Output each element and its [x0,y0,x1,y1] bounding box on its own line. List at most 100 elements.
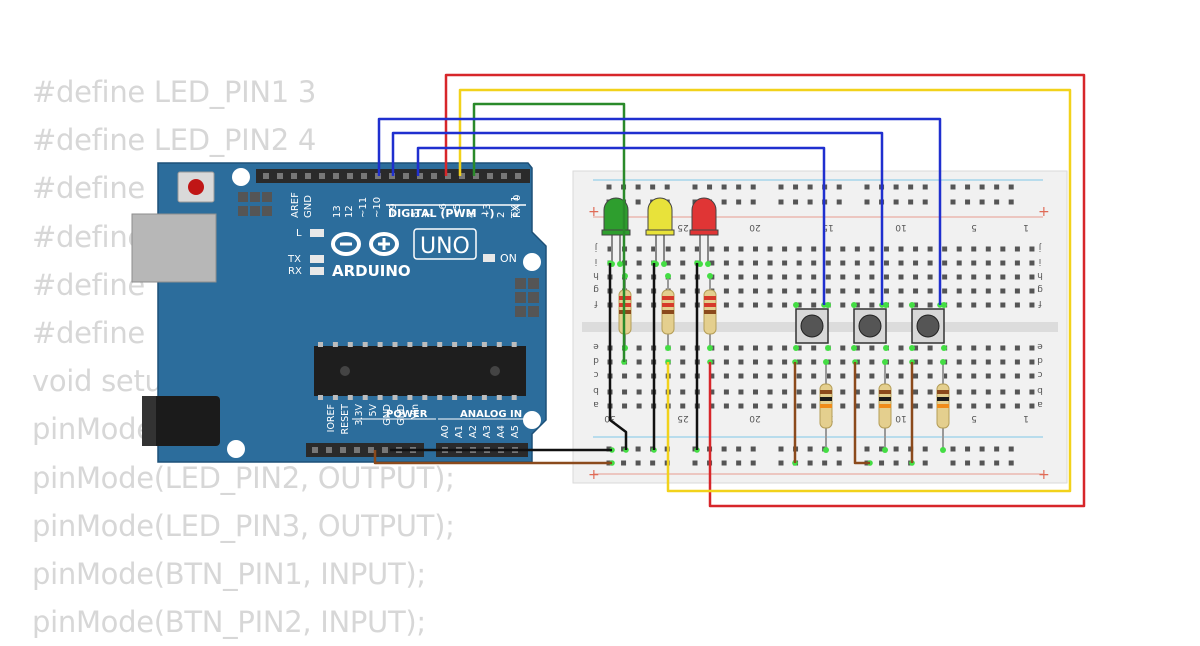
bb-hole [869,302,875,308]
bb-hole [883,246,889,252]
row-label: h [593,270,599,280]
header-pin-label: ~11 [358,197,369,218]
bb-hole [753,302,758,308]
chip-notch [490,366,500,376]
bb-hole [840,373,846,379]
header-pin [305,173,311,179]
wire-blue-3 [416,146,826,305]
rail-hole [692,184,698,190]
led-rim [601,229,631,236]
bb-hole [854,345,860,351]
bb-hole [1029,373,1035,379]
bb-hole [767,302,773,308]
chip-pin [481,395,487,400]
bb-hole [883,260,889,266]
rail-hole [836,446,842,452]
bb-hole [782,288,788,294]
header-pin [417,173,423,179]
header-pin-label: 2 [496,212,507,218]
rail-hole [965,460,971,466]
hole-highlight [882,447,888,453]
bb-hole [811,274,817,280]
bb-hole [1014,359,1020,365]
bb-hole [636,288,642,294]
col-number: 15 [822,222,833,232]
rail-hole [635,199,641,205]
bb-hole [971,345,977,351]
rail-hole [1008,199,1014,205]
bb-hole [782,302,788,308]
header-pin [361,173,367,179]
bb-hole [1029,359,1035,365]
hole-highlight [661,261,667,267]
row-label: a [593,399,599,409]
power-jack [142,396,220,446]
led-rx [310,267,324,275]
wire-brown-gnd [373,450,612,465]
chip-pin [422,395,428,400]
rail-hole [721,184,727,190]
bb-hole [680,302,686,308]
rail-hole [721,446,727,452]
bb-hole [753,403,758,409]
bb-hole [898,274,904,280]
bb-hole [607,246,613,252]
chip-pin [362,395,368,400]
chip-pin [407,395,413,400]
header-pin-label: GND [303,195,314,218]
rail-hole [807,199,813,205]
bb-hole [883,288,889,294]
bb-hole [1014,403,1020,409]
wire-black-led1 [608,263,628,450]
wire-blue-1 [377,117,942,305]
row-label: i [1039,256,1042,266]
chip-pin [467,342,472,347]
bb-hole [927,302,933,308]
resistor-band [662,303,674,307]
row-label: e [1037,341,1043,351]
bb-hole [898,246,904,252]
bb-hole [854,389,860,395]
col-number: 5 [971,222,977,232]
bb-hole [825,260,831,266]
col-number: 1 [1023,413,1029,423]
bb-hole [854,302,860,308]
code-line: void setu [32,364,163,399]
bb-hole [971,359,977,365]
hole-highlight [825,302,831,308]
bb-hole [782,403,788,409]
bb-hole [971,403,977,409]
rail-hole [807,446,813,452]
hole-highlight [823,447,829,453]
chip-pin [511,395,517,400]
bb-hole [840,389,846,395]
bb-hole [767,345,773,351]
bb-hole [985,359,991,365]
rail-hole [908,446,914,452]
bb-hole [767,288,773,294]
button-cap [800,314,824,338]
bb-hole [709,373,715,379]
bb-hole [680,345,686,351]
hole-highlight [851,345,857,351]
header-pin-label: ~3 [482,203,493,218]
bb-hole [723,302,729,308]
resistor-band [879,397,891,401]
header-pin-label: RX 0 [512,195,523,218]
header-pin [319,173,325,179]
header-pin [333,173,339,179]
header-pin [382,447,388,453]
rail-hole [736,460,742,466]
bb-hole [913,288,919,294]
bb-hole [985,274,991,280]
bb-hole [869,274,875,280]
header-pin [347,173,353,179]
bb-hole [1014,288,1020,294]
bb-hole [811,302,817,308]
rail-plus-label: + [1038,467,1050,483]
header-pin [403,173,409,179]
bb-hole [636,359,642,365]
analog-pin-label: A1 [454,425,465,438]
bb-hole [942,373,948,379]
bb-hole [985,345,991,351]
